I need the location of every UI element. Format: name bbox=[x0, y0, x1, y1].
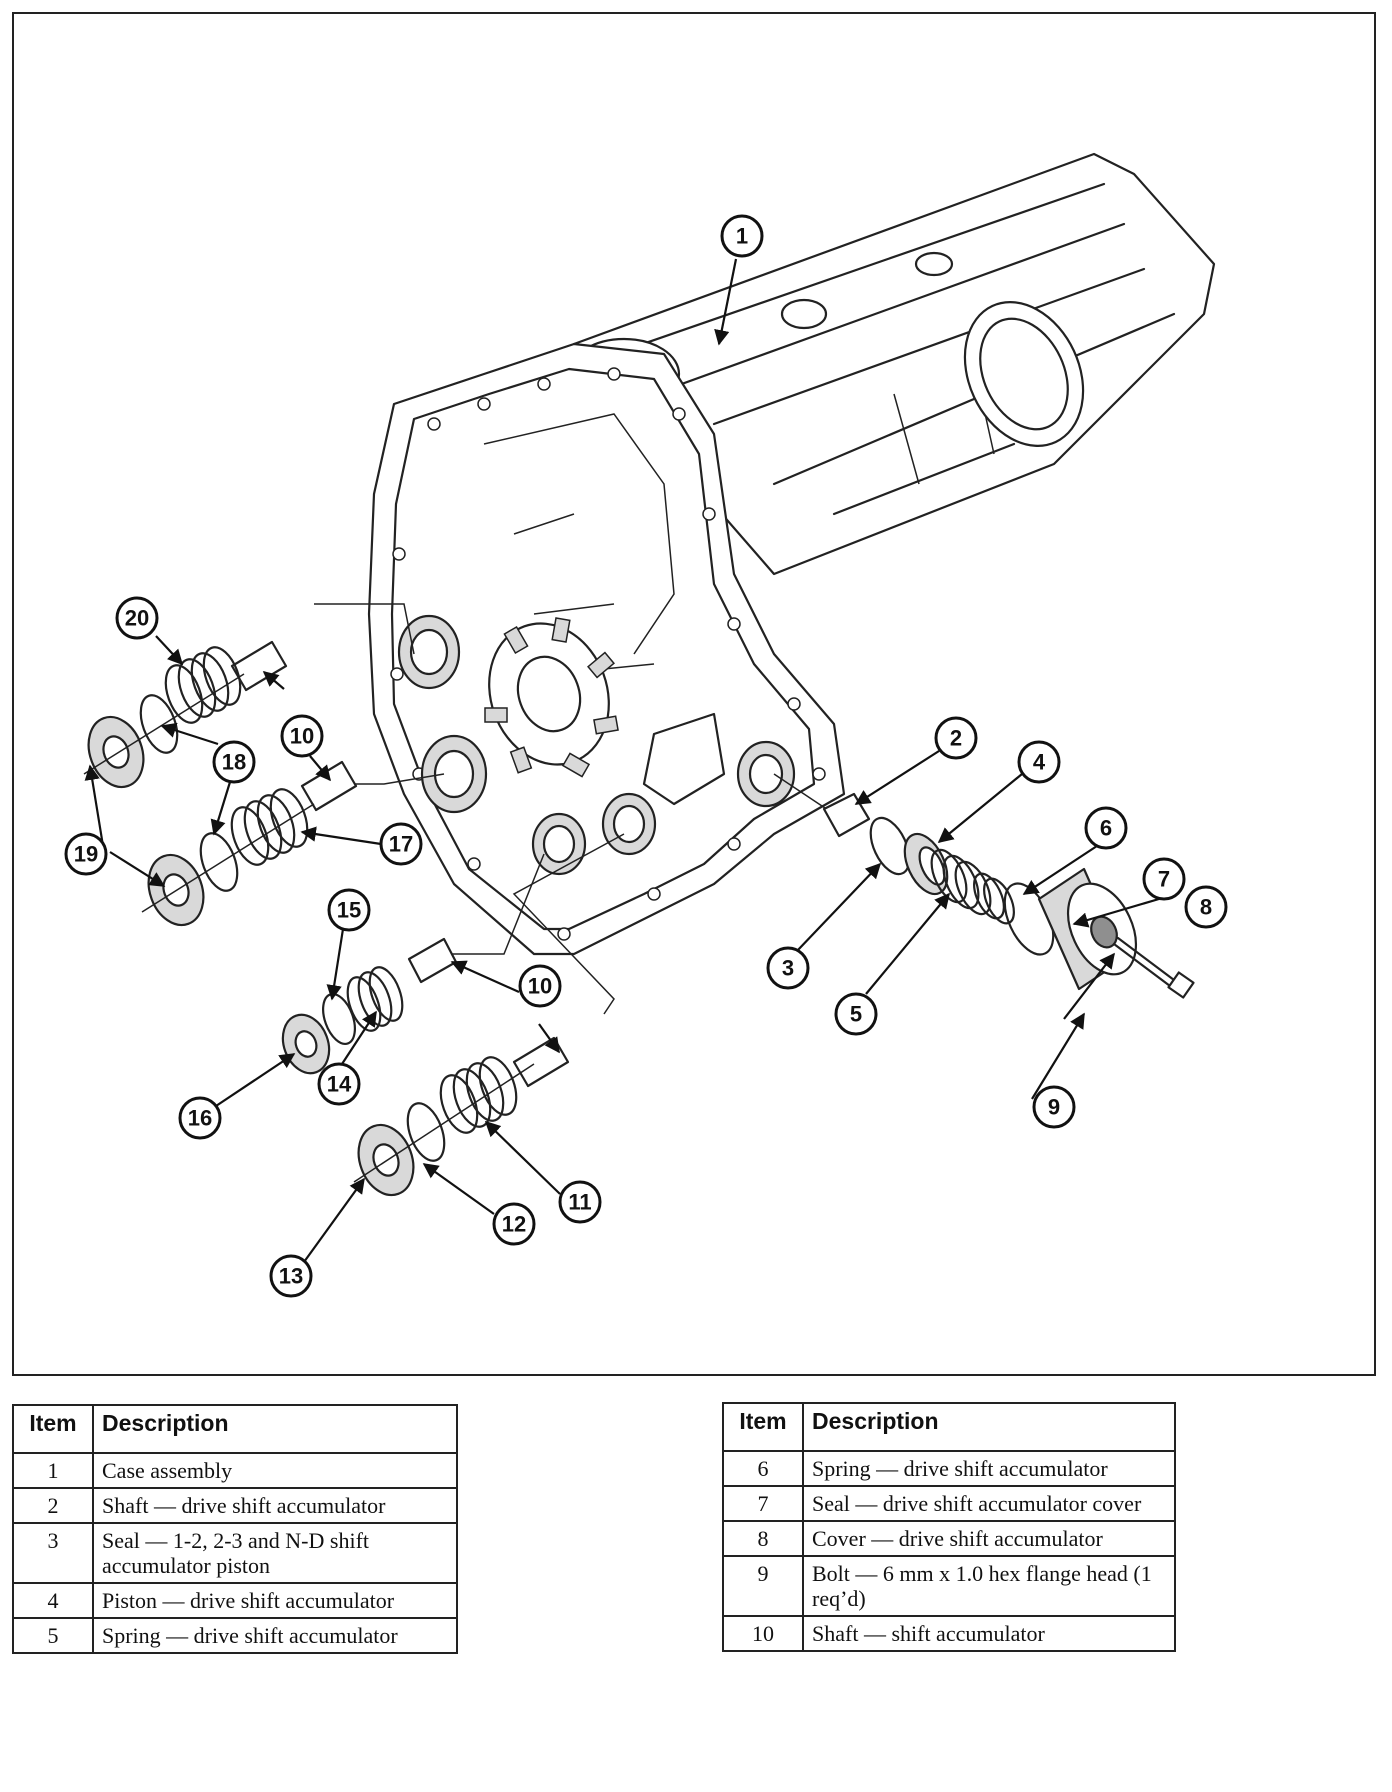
svg-text:14: 14 bbox=[327, 1072, 352, 1097]
item-description: Case assembly bbox=[92, 1452, 458, 1489]
svg-text:7: 7 bbox=[1158, 867, 1170, 892]
table-row: 6 Spring — drive shift accumulator bbox=[722, 1450, 1176, 1487]
callout-5: 5 bbox=[834, 992, 878, 1036]
item-number: 7 bbox=[722, 1485, 804, 1522]
table-row: 1 Case assembly bbox=[12, 1452, 458, 1489]
header-item: Item bbox=[12, 1404, 94, 1454]
svg-text:19: 19 bbox=[74, 842, 98, 867]
drive-accumulator-parts bbox=[822, 792, 1195, 999]
callout-1: 1 bbox=[720, 214, 764, 258]
callout-11: 11 bbox=[558, 1180, 602, 1224]
header-description: Description bbox=[802, 1402, 1176, 1452]
item-description: Shaft — shift accumulator bbox=[802, 1615, 1176, 1652]
svg-text:8: 8 bbox=[1200, 895, 1212, 920]
table-row: 10 Shaft — shift accumulator bbox=[722, 1615, 1176, 1652]
callout-17: 17 bbox=[379, 822, 423, 866]
item-description: Spring — drive shift accumulator bbox=[802, 1450, 1176, 1487]
svg-text:6: 6 bbox=[1100, 816, 1112, 841]
item-number: 5 bbox=[12, 1617, 94, 1654]
svg-text:15: 15 bbox=[337, 898, 361, 923]
transmission-case bbox=[367, 152, 1216, 956]
svg-text:5: 5 bbox=[850, 1002, 862, 1027]
callout-10-b: 10 bbox=[518, 964, 562, 1008]
svg-text:10: 10 bbox=[528, 974, 552, 999]
item-number: 8 bbox=[722, 1520, 804, 1557]
svg-text:17: 17 bbox=[389, 832, 413, 857]
svg-text:18: 18 bbox=[222, 750, 246, 775]
item-number: 4 bbox=[12, 1582, 94, 1619]
callout-6: 6 bbox=[1084, 806, 1128, 850]
item-description: Cover — drive shift accumulator bbox=[802, 1520, 1176, 1557]
callout-7: 7 bbox=[1142, 857, 1186, 901]
table-row: 7 Seal — drive shift accumulator cover bbox=[722, 1485, 1176, 1522]
item-description: Spring — drive shift accumulator bbox=[92, 1617, 458, 1654]
exploded-view-diagram: 1 2 3 4 5 6 7 8 9 10 10 10 10 11 12 13 1… bbox=[64, 152, 1228, 1298]
table-row: 3 Seal — 1-2, 2-3 and N-D shift accumula… bbox=[12, 1522, 458, 1584]
parts-table-right: Item Description 6 Spring — drive shift … bbox=[722, 1402, 1176, 1652]
item-description: Bolt — 6 mm x 1.0 hex flange head (1 req… bbox=[802, 1555, 1176, 1617]
item-number: 1 bbox=[12, 1452, 94, 1489]
svg-text:4: 4 bbox=[1033, 750, 1046, 775]
callout-14: 14 bbox=[317, 1062, 361, 1106]
item-description: Seal — drive shift accumulator cover bbox=[802, 1485, 1176, 1522]
callout-4: 4 bbox=[1017, 740, 1061, 784]
item-description: Seal — 1-2, 2-3 and N-D shift accumulato… bbox=[92, 1522, 458, 1584]
callout-3: 3 bbox=[766, 946, 810, 990]
header-description: Description bbox=[92, 1404, 458, 1454]
callout-12: 12 bbox=[492, 1202, 536, 1246]
table-row: 4 Piston — drive shift accumulator bbox=[12, 1582, 458, 1619]
table-header-row: Item Description bbox=[12, 1404, 458, 1454]
callout-16: 16 bbox=[178, 1096, 222, 1140]
table-row: 2 Shaft — drive shift accumulator bbox=[12, 1487, 458, 1524]
parts-table-left: Item Description 1 Case assembly 2 Shaft… bbox=[12, 1404, 458, 1654]
callout-9: 9 bbox=[1032, 1085, 1076, 1129]
svg-text:13: 13 bbox=[279, 1264, 303, 1289]
table-row: 8 Cover — drive shift accumulator bbox=[722, 1520, 1176, 1557]
callouts: 1 2 3 4 5 6 7 8 9 10 10 10 10 11 12 13 1… bbox=[64, 214, 1228, 1298]
item-number: 2 bbox=[12, 1487, 94, 1524]
item-description: Shaft — drive shift accumulator bbox=[92, 1487, 458, 1524]
table-row: 5 Spring — drive shift accumulator bbox=[12, 1617, 458, 1654]
item-number: 6 bbox=[722, 1450, 804, 1487]
callout-8: 8 bbox=[1184, 885, 1228, 929]
item-number: 10 bbox=[722, 1615, 804, 1652]
callout-15: 15 bbox=[327, 888, 371, 932]
svg-text:16: 16 bbox=[188, 1106, 212, 1131]
header-item: Item bbox=[722, 1402, 804, 1452]
center-lines bbox=[314, 603, 835, 1015]
item-number: 9 bbox=[722, 1555, 804, 1617]
item-description: Piston — drive shift accumulator bbox=[92, 1582, 458, 1619]
table-row: 9 Bolt — 6 mm x 1.0 hex flange head (1 r… bbox=[722, 1555, 1176, 1617]
callout-2: 2 bbox=[934, 716, 978, 760]
callout-13: 13 bbox=[269, 1254, 313, 1298]
svg-text:10: 10 bbox=[290, 724, 314, 749]
svg-text:3: 3 bbox=[782, 956, 794, 981]
table-header-row: Item Description bbox=[722, 1402, 1176, 1452]
svg-text:1: 1 bbox=[736, 224, 748, 249]
callout-18: 18 bbox=[212, 740, 256, 784]
left-accumulator-parts bbox=[83, 640, 570, 1197]
callout-10-a: 10 bbox=[280, 714, 324, 758]
callout-arrows bbox=[84, 258, 1160, 1263]
svg-text:11: 11 bbox=[568, 1190, 591, 1215]
diagram-frame: 1 2 3 4 5 6 7 8 9 10 10 10 10 11 12 13 1… bbox=[12, 12, 1376, 1376]
svg-text:20: 20 bbox=[125, 606, 149, 631]
callout-19: 19 bbox=[64, 832, 108, 876]
item-number: 3 bbox=[12, 1522, 94, 1584]
svg-text:9: 9 bbox=[1048, 1095, 1060, 1120]
svg-text:2: 2 bbox=[950, 726, 962, 751]
callout-20: 20 bbox=[115, 596, 159, 640]
svg-text:12: 12 bbox=[502, 1212, 526, 1237]
